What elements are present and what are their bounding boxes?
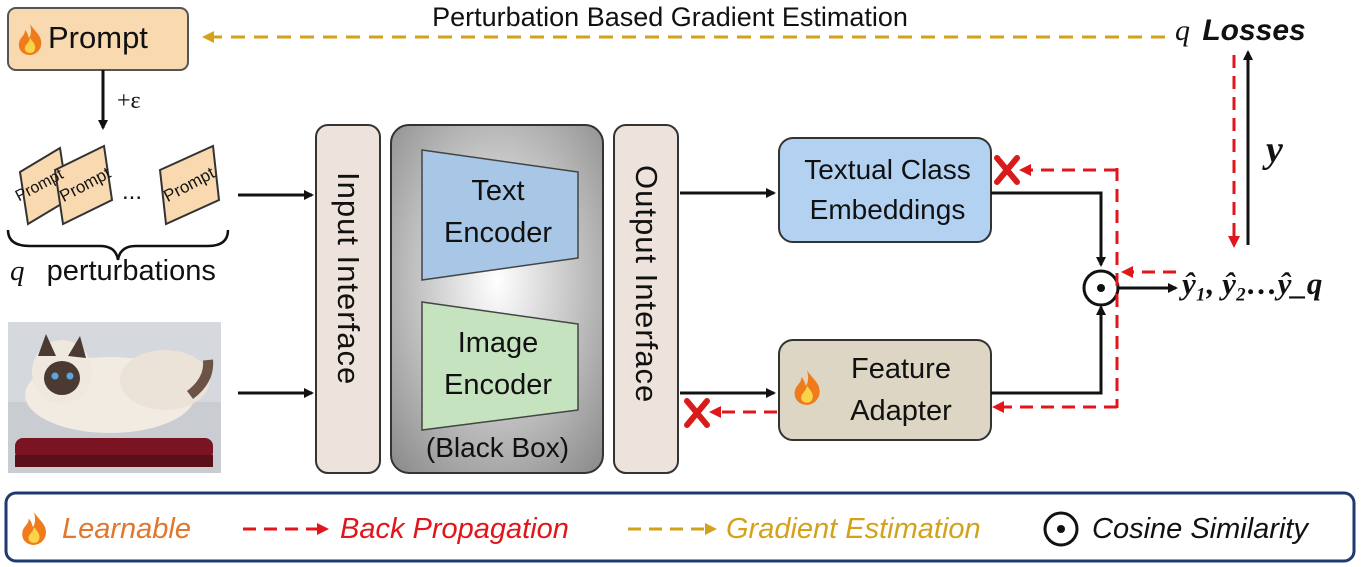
perturbations-caption: q perturbations (10, 255, 216, 288)
perturb-op: +ε (117, 88, 141, 114)
prompt-card (158, 144, 221, 226)
text-encoder-label: Text Encoder (443, 175, 552, 249)
legend-cosine-similarity: Cosine Similarity (1092, 513, 1308, 545)
input-interface-label: Input Interface (331, 172, 366, 386)
feature-adapter-label: Feature Adapter (850, 353, 952, 427)
blocked-x-icon (994, 155, 1020, 185)
textual-class-embeddings-label: Textual Class Embeddings (804, 154, 971, 225)
y-label: y (1266, 129, 1283, 171)
textual-class-embeddings-box (778, 137, 992, 243)
losses-q: q (1175, 14, 1190, 47)
cat-photo (8, 322, 221, 473)
fire-icon (18, 510, 50, 546)
ellipsis: ... (122, 178, 143, 205)
legend-box (4, 491, 1356, 563)
embeddings-to-cosine-arrow (991, 191, 1106, 267)
image-encoder-label: Image Encoder (443, 327, 552, 401)
prompt-card (53, 144, 114, 226)
top-arrow-label: Perturbation Based Gradient Estimation (432, 2, 908, 32)
legend-learnable: Learnable (62, 513, 191, 545)
losses-text: Losses (1202, 14, 1306, 47)
perturbations-q: q (10, 255, 25, 287)
legend-gradient-estimation: Gradient Estimation (726, 513, 981, 545)
perturbation-brace (6, 229, 230, 261)
fire-icon (790, 368, 824, 406)
text-encoder-shape (421, 149, 579, 281)
losses-label: q Losses (1175, 14, 1306, 48)
output-interface-label: Output Interface (629, 165, 664, 404)
input-interface-box (315, 124, 381, 474)
perturbations-label: perturbations (46, 255, 216, 287)
outputs-label: ŷ₁, ŷ₂…ŷ_q (1182, 266, 1323, 301)
prompt-box (7, 7, 189, 71)
legend-back-propagation: Back Propagation (340, 513, 569, 545)
output-interface-box (613, 124, 679, 474)
prompt-label: Prompt (48, 20, 148, 55)
blocked-x-icon (684, 398, 710, 428)
cosine-dot (1097, 284, 1105, 292)
fire-icon (15, 22, 45, 56)
black-box-label: (Black Box) (425, 432, 570, 463)
adapter-to-cosine-arrow (991, 305, 1106, 395)
image-encoder-shape (421, 301, 579, 431)
legend-cosine-dot (1057, 525, 1065, 533)
feature-adapter-box (778, 339, 992, 441)
